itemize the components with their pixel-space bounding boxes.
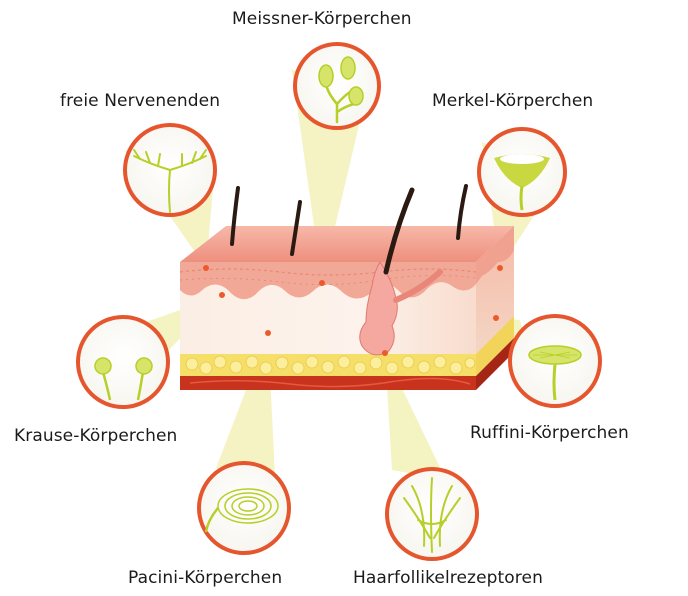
label-meissner: Meissner-Körperchen [232,9,412,29]
circle-merkel [479,129,565,215]
label-haarfollikelrezeptoren: Haarfollikelrezeptoren [353,568,543,588]
circle-freie [125,125,215,215]
label-krause: Krause-Körperchen [14,426,177,446]
circle-krause [78,317,168,407]
label-freie-nervenenden: freie Nervenenden [60,91,220,111]
label-ruffini: Ruffini-Körperchen [470,423,629,443]
label-pacini: Pacini-Körperchen [128,568,282,588]
label-merkel: Merkel-Körperchen [432,91,593,111]
skin-block [180,186,514,390]
circle-meissner [295,44,379,128]
circle-ruffini [510,316,600,406]
circle-pacini [199,463,289,553]
circle-haarfollikel [387,469,477,559]
